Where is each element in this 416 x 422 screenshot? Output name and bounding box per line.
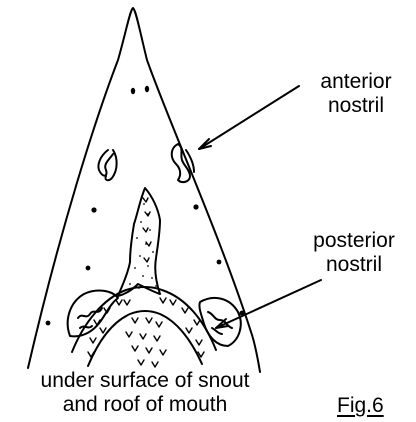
anterior-nostril-label-line1: anterior [296, 70, 416, 94]
vomer [118, 188, 160, 296]
posterior-nostril-right [199, 298, 240, 346]
mouth-band-inner [88, 311, 202, 366]
arrowhead-anterior [199, 139, 211, 149]
leader-anterior [199, 86, 299, 149]
pore [86, 266, 91, 271]
posterior-nostril-label-line2: nostril [292, 253, 416, 277]
pit-left [131, 88, 135, 94]
pore [193, 204, 198, 209]
posterior-nostril-label: posterior nostril [292, 229, 416, 277]
vomer-stipple [129, 203, 157, 289]
pore [217, 260, 222, 265]
pore [46, 321, 51, 326]
anterior-nostril-left [98, 150, 116, 180]
figure-number: Fig.6 [337, 394, 384, 418]
caption-line2: and roof of mouth [0, 393, 290, 417]
anterior-nostril-label-line2: nostril [296, 94, 416, 118]
caption-line1: under surface of snout [0, 369, 290, 393]
pore [91, 207, 96, 212]
anterior-nostril-label: anterior nostril [296, 70, 416, 118]
caption: under surface of snout and roof of mouth [0, 369, 290, 417]
posterior-nostril-label-line1: posterior [292, 229, 416, 253]
palate-teeth [126, 318, 166, 367]
pit-right [145, 86, 149, 92]
